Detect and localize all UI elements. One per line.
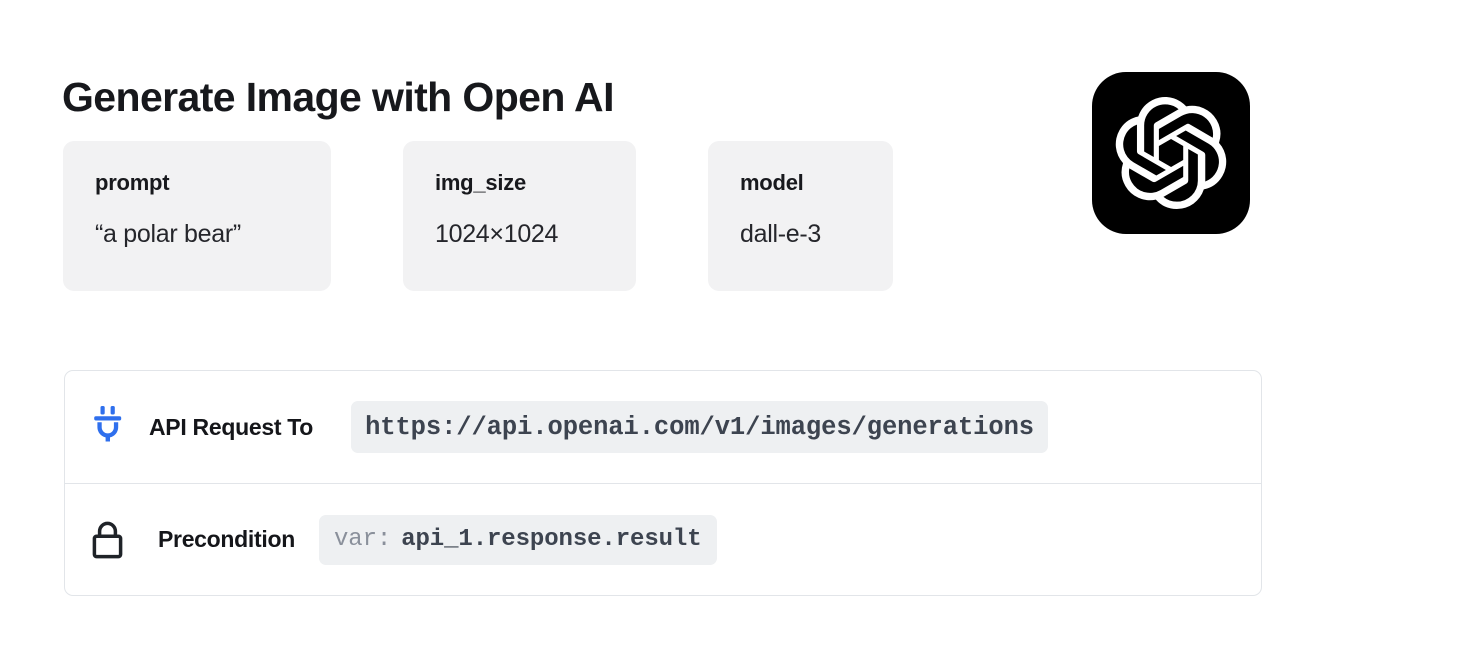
param-card-prompt[interactable]: prompt “a polar bear” [63,141,331,291]
precondition-prefix: var: [333,526,392,553]
lock-icon [91,519,143,561]
detail-row-api-request: API Request To https://api.openai.com/v1… [65,371,1261,483]
param-key: prompt [95,170,170,195]
api-url-chip[interactable]: https://api.openai.com/v1/images/generat… [351,401,1048,453]
detail-table: API Request To https://api.openai.com/v1… [64,370,1262,596]
detail-row-label: Precondition [158,526,295,552]
openai-logo-icon [1115,97,1227,209]
param-value: dall-e-3 [740,220,821,248]
param-card-img-size[interactable]: img_size 1024×1024 [403,141,636,291]
precondition-value: api_1.response.result [401,526,702,553]
openai-logo-tile [1092,72,1250,234]
param-key: model [740,170,804,195]
param-value: 1024×1024 [435,220,559,248]
page-title: Generate Image with Open AI [62,74,614,121]
detail-row-precondition: Precondition var: api_1.response.result [65,483,1261,595]
detail-row-label: API Request To [149,413,314,440]
param-value: “a polar bear” [95,220,241,248]
param-key: img_size [435,170,526,195]
plug-icon [91,405,143,449]
parameter-card-list: prompt “a polar bear” img_size 1024×1024… [63,141,893,291]
precondition-chip[interactable]: var: api_1.response.result [318,514,717,565]
param-card-model[interactable]: model dall-e-3 [708,141,893,291]
